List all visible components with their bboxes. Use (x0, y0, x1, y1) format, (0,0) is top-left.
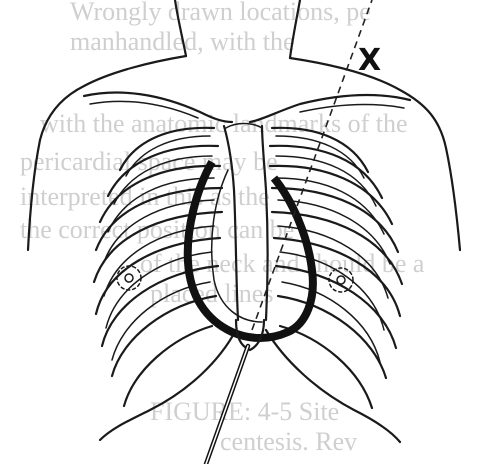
ghost-line-3: with the anatomic landmarks of the (40, 109, 408, 138)
ghost-line-9: FIGURE: 4-5 Site (150, 397, 339, 426)
left-nipple (117, 266, 141, 290)
ghost-line-5: interpreted in this as the (20, 182, 270, 211)
ghost-line-1: Wrongly drawn locations, pe (70, 0, 371, 26)
x-marker-icon: X (358, 43, 381, 78)
ghost-line-10: centesis. Rev (220, 427, 357, 456)
ghost-line-8: placed lines (150, 279, 273, 308)
